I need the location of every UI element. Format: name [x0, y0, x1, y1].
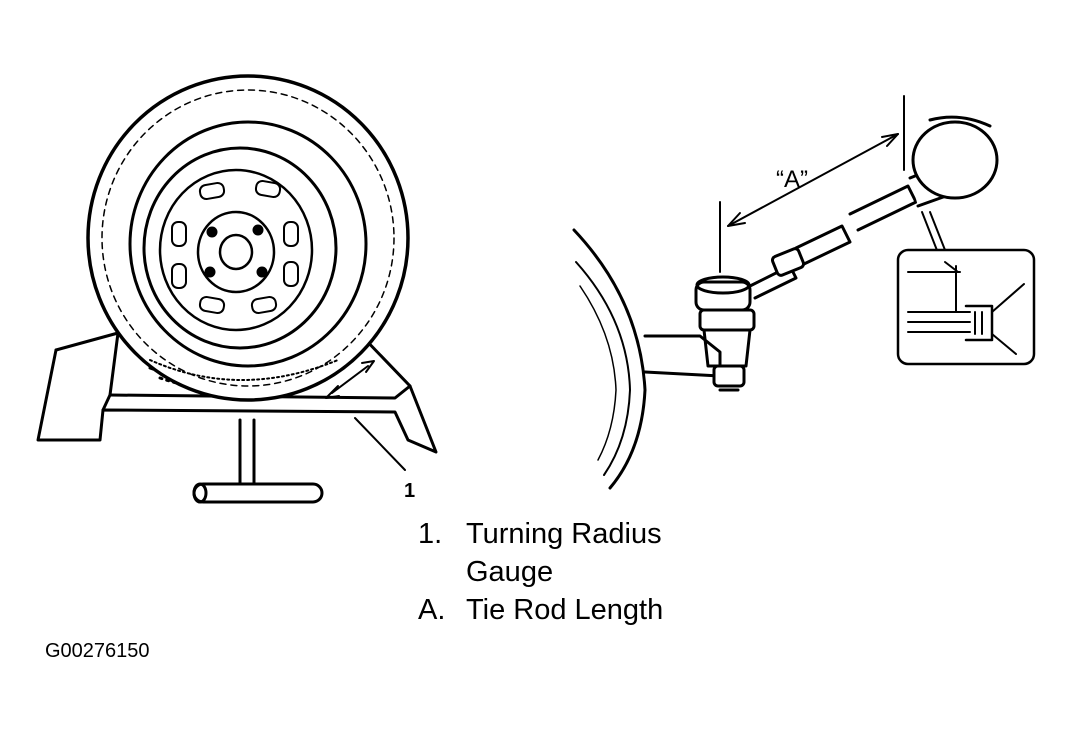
- legend-key: A.: [418, 594, 446, 626]
- legend-text: Gauge: [466, 556, 554, 588]
- legend-text: Tie Rod Length: [466, 594, 664, 626]
- callout-gauge: 1: [404, 480, 416, 502]
- dimension-a-label: “A”: [776, 166, 808, 193]
- legend-item-a: A. Tie Rod Length: [418, 591, 663, 629]
- legend-key: 1.: [418, 518, 443, 550]
- figure-id: G00276150: [45, 640, 150, 662]
- legend-text: Turning Radius: [466, 518, 662, 550]
- legend-item-1-cont: Gauge: [418, 553, 663, 591]
- wheel-assembly: [86, 74, 410, 402]
- legend-item-1: 1. Turning Radius: [418, 515, 663, 553]
- legend: 1. Turning Radius Gauge A. Tie Rod Lengt…: [418, 515, 663, 629]
- tie-rod-assembly: [572, 95, 999, 490]
- detail-inset: [896, 248, 1036, 366]
